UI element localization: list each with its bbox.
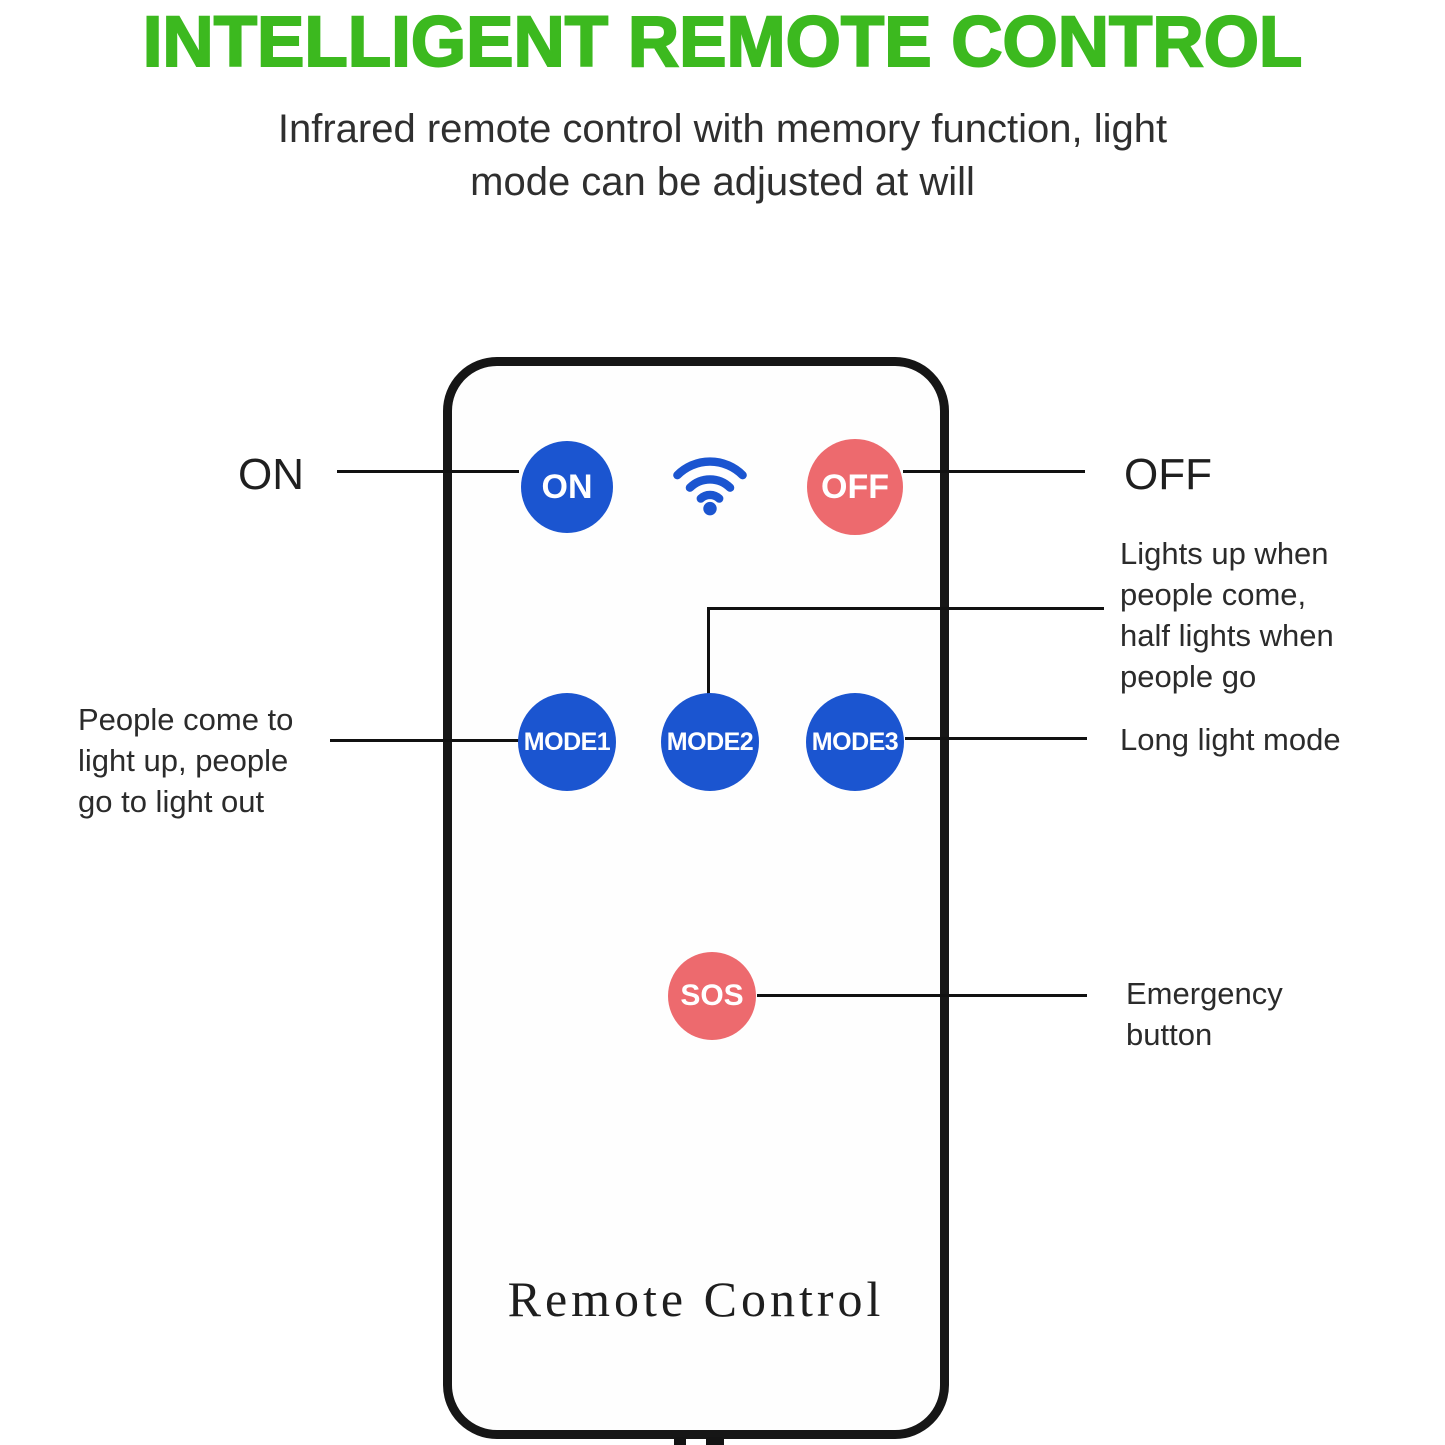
mode2-button: MODE2 [661,693,759,791]
callout-line-mode1 [330,739,520,742]
callout-line-mode3 [905,737,1087,740]
callout-line-mode2-vertical [707,607,710,695]
callout-text-mode3: Long light mode [1120,722,1341,757]
callout-line-sos [757,994,1087,997]
mode1-button: MODE1 [518,693,616,791]
callout-text-on: ON [238,450,304,499]
remote-bottom-tab [706,1437,724,1445]
mode3-button: MODE3 [806,693,904,791]
callout-line-mode2-horizontal [707,607,1104,610]
off-button: OFF [807,439,903,535]
remote-control-label: Remote Control [507,1271,885,1327]
callout-text-mode2: Lights up when people come, half lights … [1120,536,1334,694]
callout-text-sos: Emergency button [1126,976,1283,1052]
remote-bottom-tab [674,1437,686,1445]
wifi-icon [668,445,752,517]
remote-control-body [443,357,949,1439]
page-subtitle: Infrared remote control with memory func… [277,107,1168,204]
page-title: INTELLIGENT REMOTE CONTROL [142,2,1304,83]
callout-line-on [337,470,519,473]
callout-line-off [903,470,1085,473]
callout-text-off: OFF [1124,450,1212,499]
sos-button: SOS [668,952,756,1040]
on-button: ON [521,441,613,533]
callout-text-mode1: People come to light up, people go to li… [78,702,294,819]
